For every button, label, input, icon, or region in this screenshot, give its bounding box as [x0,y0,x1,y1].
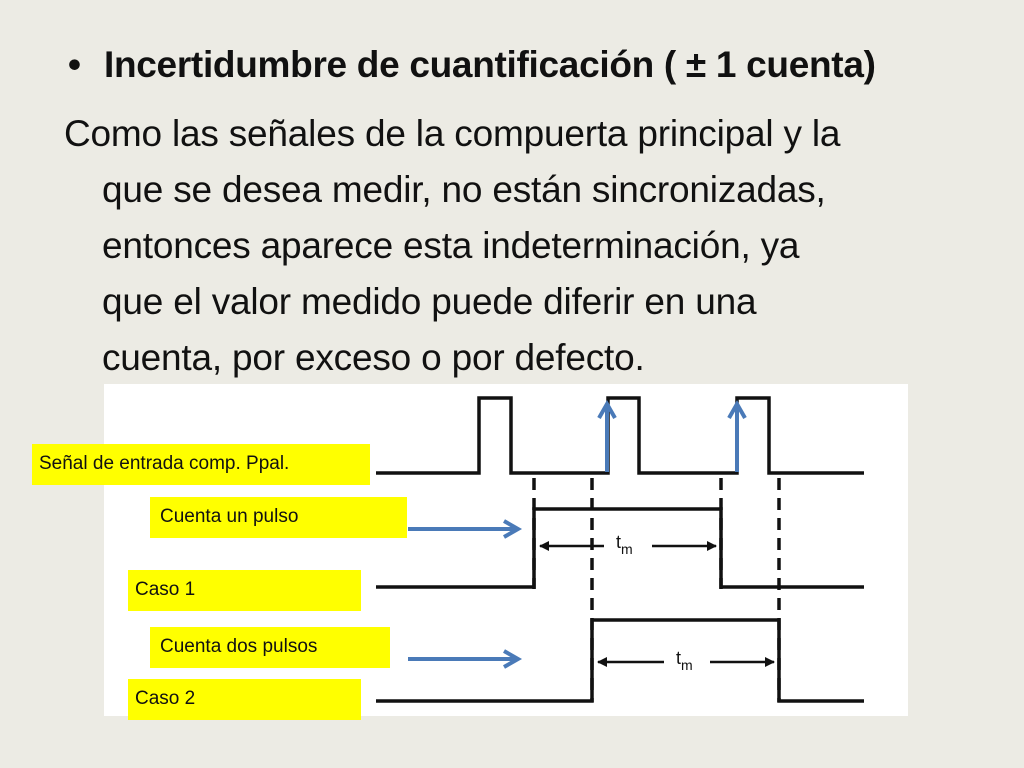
paragraph-line: que el valor medido puede diferir en una [102,281,757,322]
heading-bullet: • Incertidumbre de cuantificación ( ± 1 c… [68,44,876,86]
case2-waveform [376,618,864,703]
rising-edge-arrow [597,399,617,472]
rising-edge-arrow [727,399,747,472]
paragraph-line: Como las señales de la compuerta princip… [64,113,841,154]
case1-waveform [376,507,864,589]
case1-label: Caso 1 [128,570,361,611]
slide-heading: Incertidumbre de cuantificación ( ± 1 cu… [104,44,876,85]
body-paragraph: Como las señales de la compuerta princip… [64,106,964,386]
gate-signal-waveform [376,396,864,475]
case2-label: Caso 2 [128,679,361,720]
pointer-arrow [408,519,523,539]
paragraph-line: cuenta, por exceso o por defecto. [102,337,645,378]
timing-diagram: tm tm [376,396,864,703]
paragraph-line: que se desea medir, no están sincronizad… [102,169,826,210]
count-one-pulse-label: Cuenta un pulso [150,497,407,538]
input-signal-label: Señal de entrada comp. Ppal. [32,444,370,485]
pointer-arrow [408,649,523,669]
case2-interval-label: tm [676,648,693,673]
case1-interval-label: tm [616,532,633,557]
paragraph-line: entonces aparece esta indeterminación, y… [102,225,800,266]
count-two-pulses-label: Cuenta dos pulsos [150,627,390,668]
bullet-icon: • [68,44,81,85]
